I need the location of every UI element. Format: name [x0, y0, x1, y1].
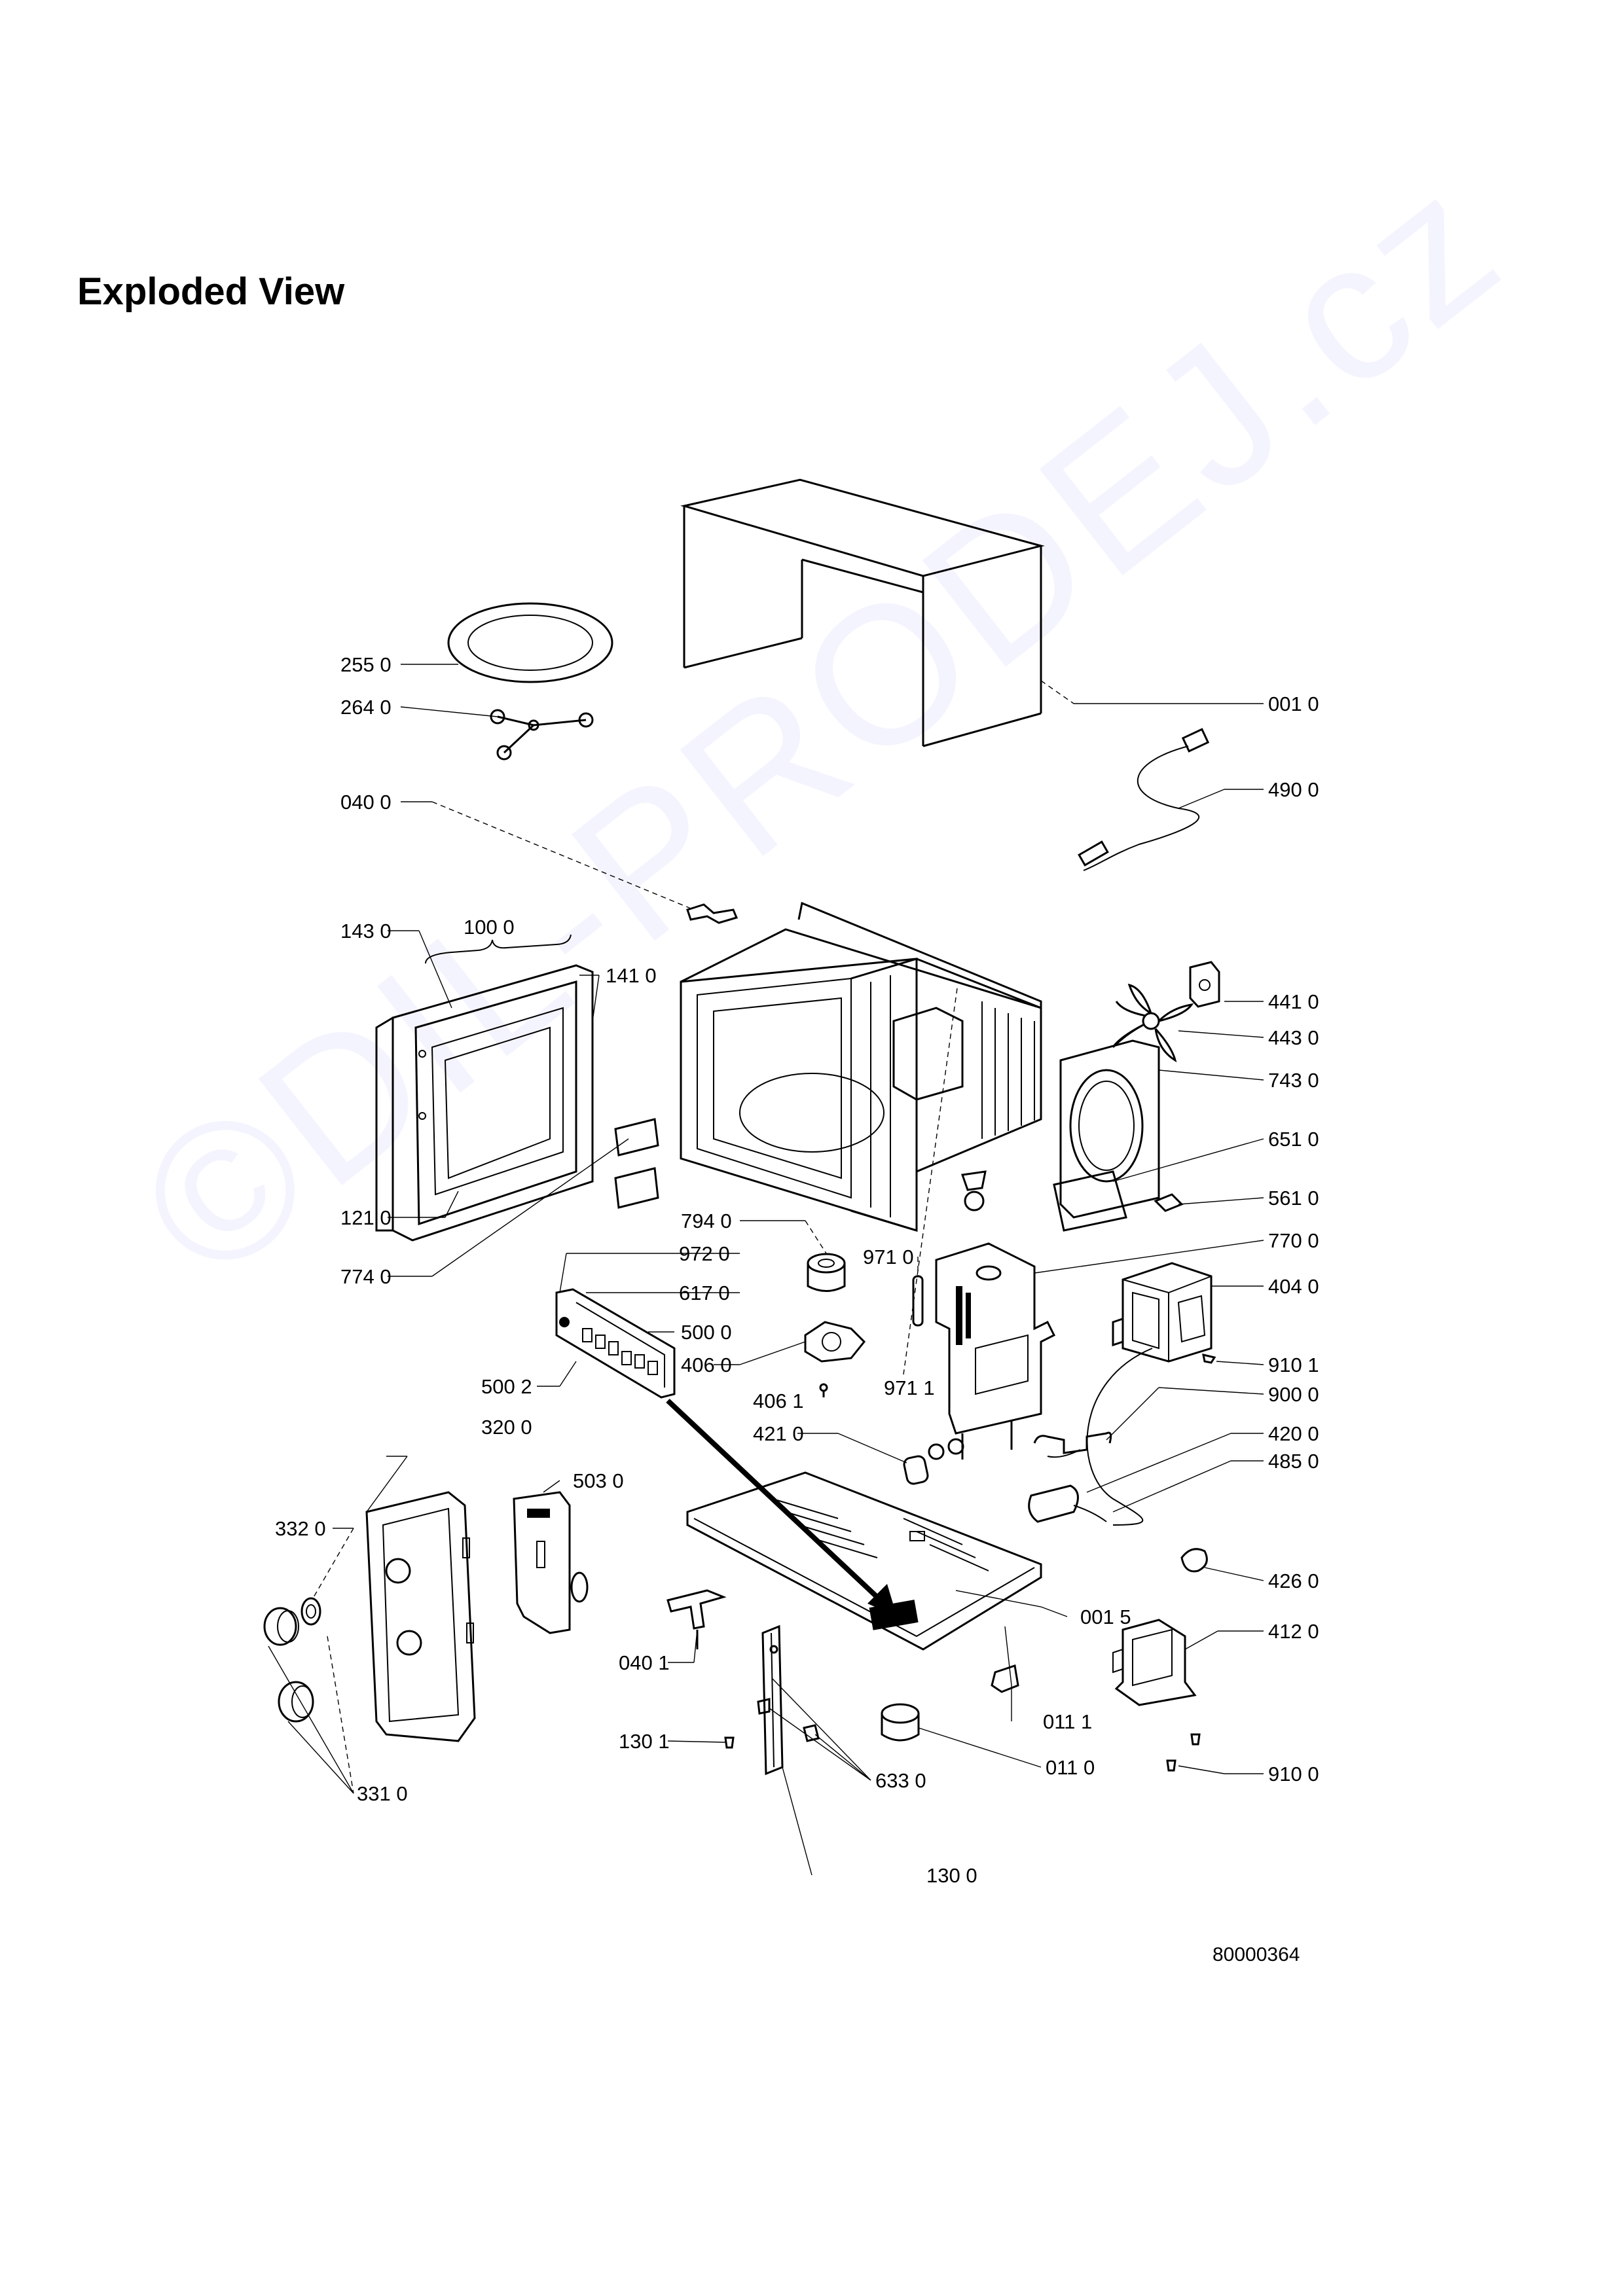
callout-774-0: 774 0 — [340, 1265, 392, 1288]
screw-part — [1202, 1354, 1216, 1364]
callout-141-0: 141 0 — [606, 964, 657, 987]
callout-404-0: 404 0 — [1268, 1275, 1319, 1298]
capacitor-part — [1028, 1484, 1107, 1523]
thermostat-part — [1180, 1548, 1208, 1573]
callout-910-1: 910 1 — [1268, 1354, 1319, 1376]
hv-diode-part — [1033, 1431, 1112, 1458]
callout-503-0: 503 0 — [573, 1469, 624, 1492]
foot-part — [881, 1703, 920, 1742]
callout-331-0: 331 0 — [357, 1782, 408, 1805]
callout-040-0: 040 0 — [340, 791, 392, 814]
callout-040-1: 040 1 — [619, 1651, 670, 1674]
callout-500-0: 500 0 — [681, 1321, 732, 1344]
glass-tray-part — [447, 602, 613, 683]
knob-spring-part — [301, 1597, 321, 1626]
callout-320-0: 320 0 — [481, 1416, 532, 1439]
callout-406-0: 406 0 — [681, 1354, 732, 1376]
callout-743-0: 743 0 — [1268, 1069, 1319, 1092]
callout-412-0: 412 0 — [1268, 1620, 1319, 1643]
callout-443-0: 443 0 — [1268, 1026, 1319, 1049]
callout-971-1: 971 1 — [884, 1376, 935, 1399]
callout-490-0: 490 0 — [1268, 778, 1319, 801]
callout-617-0: 617 0 — [679, 1282, 730, 1304]
turntable-coupler-part — [807, 1253, 846, 1292]
door-assembly-part — [375, 934, 594, 1242]
callout-255-0: 255 0 — [340, 653, 392, 676]
clip-part — [686, 903, 739, 924]
callout-900-0: 900 0 — [1268, 1383, 1319, 1406]
control-pcb-part — [555, 1288, 676, 1399]
pin-part — [912, 1275, 924, 1327]
callout-130-0: 130 0 — [926, 1864, 977, 1887]
control-panel-part — [365, 1491, 476, 1742]
air-duct-part — [1053, 1170, 1127, 1232]
callout-972-0: 972 0 — [679, 1242, 730, 1265]
turntable-motor-part — [804, 1321, 866, 1397]
door-lever-part — [666, 1589, 727, 1649]
fuse-holder-part — [903, 1438, 964, 1485]
screw-small-part — [724, 1736, 735, 1749]
knobs-part — [263, 1607, 314, 1723]
callout-143-0: 143 0 — [340, 920, 392, 942]
callout-794-0: 794 0 — [681, 1210, 732, 1232]
roller-support-part — [490, 709, 594, 761]
mains-filter-part — [1112, 1619, 1197, 1706]
callout-264-0: 264 0 — [340, 696, 392, 719]
callout-011-1: 011 1 — [1043, 1710, 1092, 1733]
callout-770-0: 770 0 — [1268, 1229, 1319, 1252]
callout-420-0: 420 0 — [1268, 1422, 1319, 1445]
choke-film-part — [614, 1118, 659, 1209]
callout-130-1: 130 1 — [619, 1730, 670, 1753]
callout-500-2: 500 2 — [481, 1375, 532, 1398]
callout-971-0: 971 0 — [863, 1246, 914, 1268]
interlock-holder-part — [757, 1624, 820, 1776]
power-cord-part — [1078, 728, 1210, 871]
transformer-part — [1112, 1262, 1213, 1363]
hv-wire-part — [1086, 1348, 1153, 1526]
callout-labels: 001 0 255 0 264 0 490 0 040 0 143 0 100 … — [275, 653, 1319, 1887]
callout-100-0: 100 0 — [464, 916, 515, 939]
callout-121-0: 121 0 — [340, 1206, 392, 1229]
leader-lines — [268, 664, 1264, 1876]
screws-part — [1166, 1733, 1201, 1772]
callout-441-0: 441 0 — [1268, 990, 1319, 1013]
outer-cabinet-part — [680, 478, 1045, 747]
latch-part — [991, 1664, 1019, 1693]
callout-633-0: 633 0 — [875, 1769, 926, 1792]
callout-011-0: 011 0 — [1046, 1756, 1095, 1779]
callout-001-5: 001 5 — [1080, 1605, 1131, 1628]
callout-426-0: 426 0 — [1268, 1570, 1319, 1592]
switch-bracket-part — [513, 1491, 589, 1634]
page-title: Exploded View — [77, 270, 345, 313]
fan-shroud-part — [1059, 1039, 1160, 1219]
base-plate-part — [686, 1471, 1042, 1651]
callout-561-0: 561 0 — [1268, 1187, 1319, 1210]
fan-motor-bracket-part — [1189, 961, 1220, 1008]
callout-485-0: 485 0 — [1268, 1450, 1319, 1473]
callout-001-0: 001 0 — [1268, 692, 1319, 715]
callout-910-0: 910 0 — [1268, 1763, 1319, 1785]
callout-406-1: 406 1 — [753, 1390, 804, 1412]
oven-cavity-part — [680, 901, 1042, 1232]
callout-421-0: 421 0 — [753, 1422, 804, 1445]
lamp-part — [960, 1170, 987, 1211]
fan-blade-part — [1112, 983, 1194, 1063]
callout-332-0: 332 0 — [275, 1517, 326, 1540]
doc-number: 80000364 — [1213, 1944, 1300, 1965]
magnetron-bracket-part — [935, 1242, 1056, 1460]
callout-651-0: 651 0 — [1268, 1128, 1319, 1151]
